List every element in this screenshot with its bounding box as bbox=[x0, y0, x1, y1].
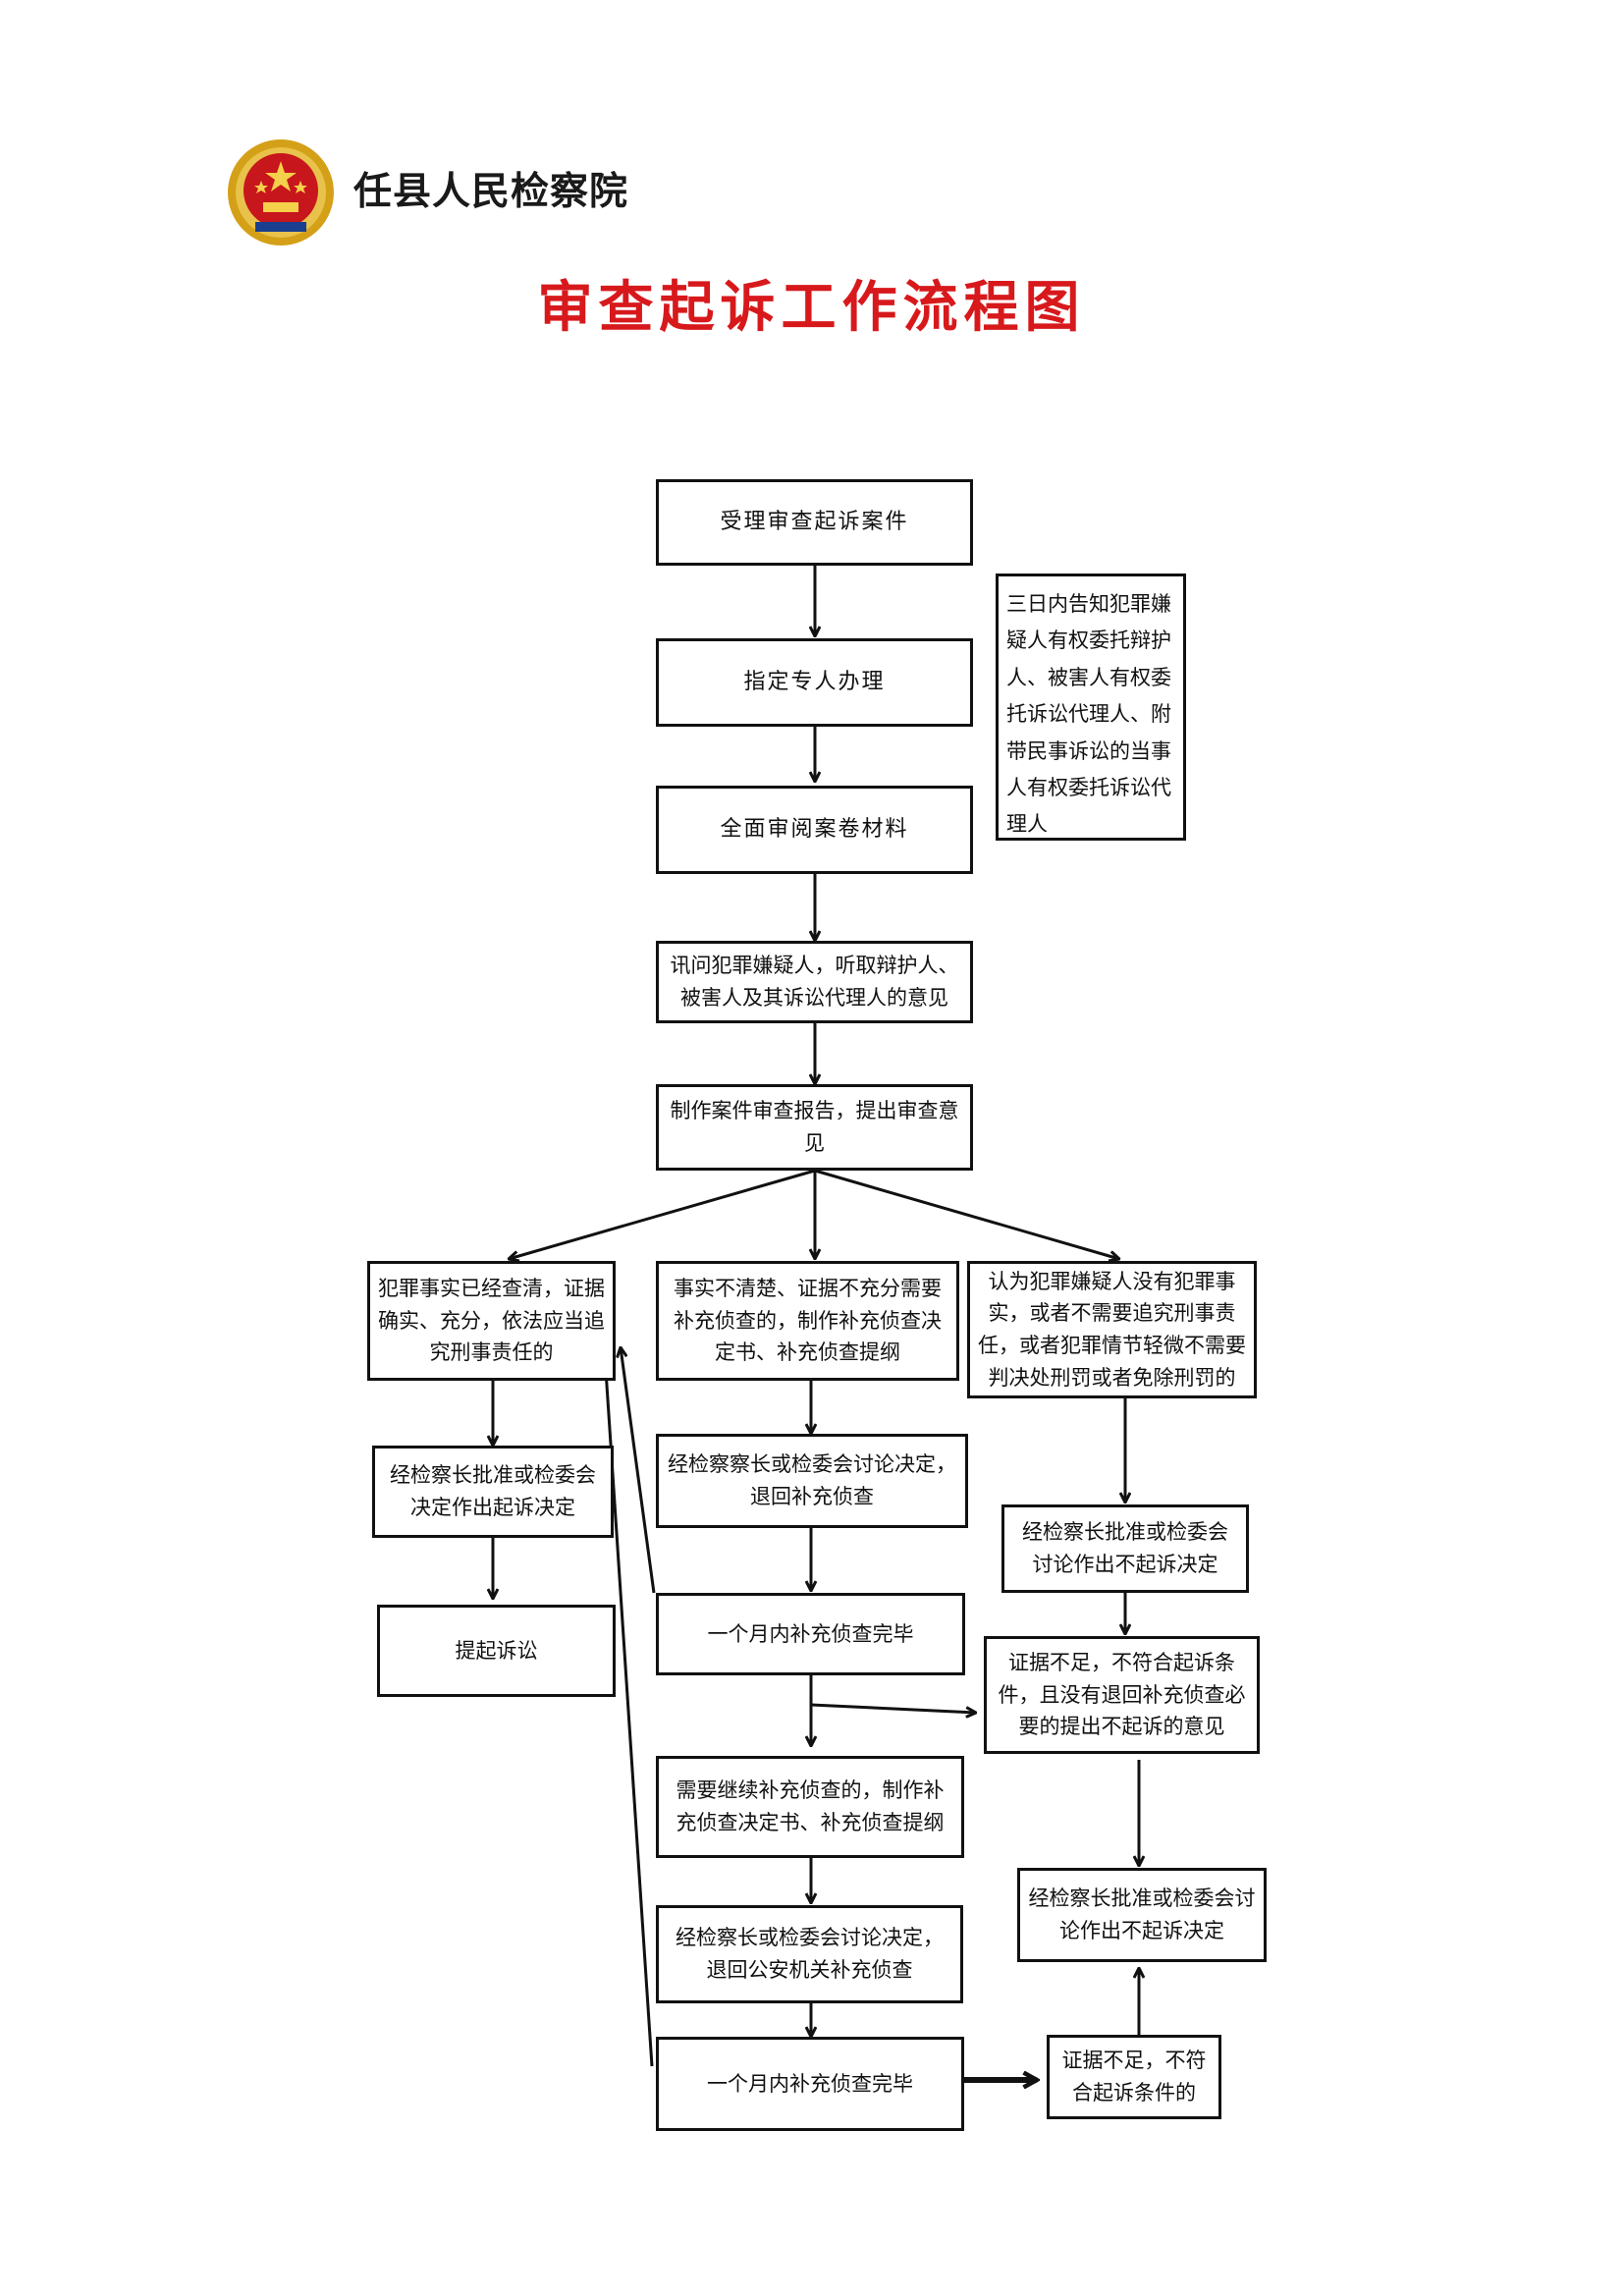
flow-report: 制作案件审查报告，提出审查意见 bbox=[656, 1084, 973, 1171]
org-name: 任县人民检察院 bbox=[353, 169, 629, 214]
flow-right-insufficient: 证据不足，不符合起诉条件，且没有退回补充侦查必要的提出不起诉的意见 bbox=[984, 1636, 1260, 1754]
flow-mid-month2: 一个月内补充侦查完毕 bbox=[656, 2037, 964, 2131]
flow-left-approve: 经检察长批准或检委会决定作出起诉决定 bbox=[372, 1446, 614, 1538]
flow-mid-month1: 一个月内补充侦查完毕 bbox=[656, 1593, 965, 1675]
flow-left-prosecute: 提起诉讼 bbox=[377, 1605, 616, 1697]
flow-mid-unclear: 事实不清楚、证据不充分需要补充侦查的，制作补充侦查决定书、补充侦查提纲 bbox=[656, 1261, 959, 1381]
flow-left-facts: 犯罪事实已经查清，证据确实、充分，依法应当追究刑事责任的 bbox=[367, 1261, 616, 1381]
flow-mid-discuss2: 经检察长或检委会讨论决定，退回公安机关补充侦查 bbox=[656, 1905, 963, 2003]
flow-right-insufficient2: 证据不足，不符合起诉条件的 bbox=[1047, 2035, 1221, 2119]
arrow-month1-right-insufficient bbox=[810, 1703, 976, 1713]
flow-right-approve2: 经检察长批准或检委会讨论作出不起诉决定 bbox=[1017, 1868, 1267, 1962]
flow-review: 全面审阅案卷材料 bbox=[656, 786, 973, 874]
arrow-month1-back-up bbox=[621, 1347, 656, 1594]
flow-notice: 三日内告知犯罪嫌疑人有权委托辩护人、被害人有权委托诉讼代理人、附带民事诉讼的当事… bbox=[996, 574, 1186, 841]
arrow-report-left bbox=[509, 1169, 816, 1259]
flow-mid-discuss: 经检察察长或检委会讨论决定，退回补充侦查 bbox=[656, 1434, 968, 1528]
flow-right-no-crime: 认为犯罪嫌疑人没有犯罪事实，或者不需要追究刑事责任，或者犯罪情节轻微不需要判决处… bbox=[967, 1261, 1257, 1398]
flow-accept: 受理审查起诉案件 bbox=[656, 479, 973, 566]
page-title: 审查起诉工作流程图 bbox=[537, 276, 1086, 340]
procuratorate-emblem-icon bbox=[228, 139, 334, 246]
flow-right-approve1: 经检察长批准或检委会讨论作出不起诉决定 bbox=[1001, 1504, 1249, 1593]
flow-assign: 指定专人办理 bbox=[656, 638, 973, 727]
arrow-report-right bbox=[814, 1169, 1119, 1259]
flow-interrogate: 讯问犯罪嫌疑人，听取辩护人、被害人及其诉讼代理人的意见 bbox=[656, 941, 973, 1023]
flow-mid-continue: 需要继续补充侦查的，制作补充侦查决定书、补充侦查提纲 bbox=[656, 1756, 964, 1858]
